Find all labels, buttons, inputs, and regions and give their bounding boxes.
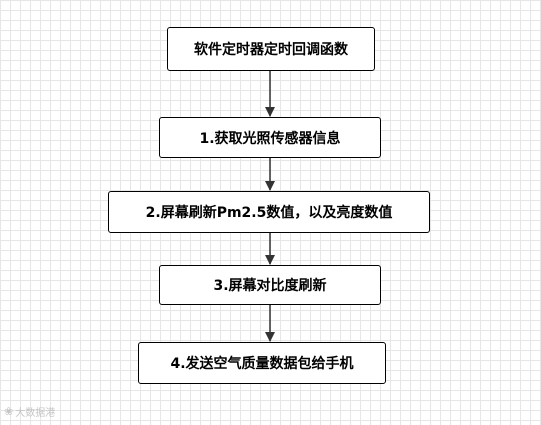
flow-step-read-light-sensor: 1.获取光照传感器信息 (159, 117, 381, 158)
flow-step-label: 4.发送空气质量数据包给手机 (170, 356, 354, 372)
watermark: ❀ 大数据港 (4, 404, 55, 419)
flow-step-refresh-display: 2.屏幕刷新Pm2.5数值，以及亮度数值 (108, 191, 430, 233)
paw-icon: ❀ (4, 405, 14, 418)
flow-step-send-data: 4.发送空气质量数据包给手机 (138, 342, 386, 384)
flow-step-label: 1.获取光照传感器信息 (199, 130, 341, 147)
flow-step-label: 软件定时器定时回调函数 (194, 42, 348, 58)
watermark-text: 大数据港 (15, 408, 56, 419)
flow-step-callback: 软件定时器定时回调函数 (167, 27, 375, 71)
flow-step-refresh-contrast: 3.屏幕对比度刷新 (159, 265, 381, 305)
flow-step-label: 2.屏幕刷新Pm2.5数值，以及亮度数值 (145, 205, 393, 221)
flow-step-label: 3.屏幕对比度刷新 (213, 278, 327, 294)
